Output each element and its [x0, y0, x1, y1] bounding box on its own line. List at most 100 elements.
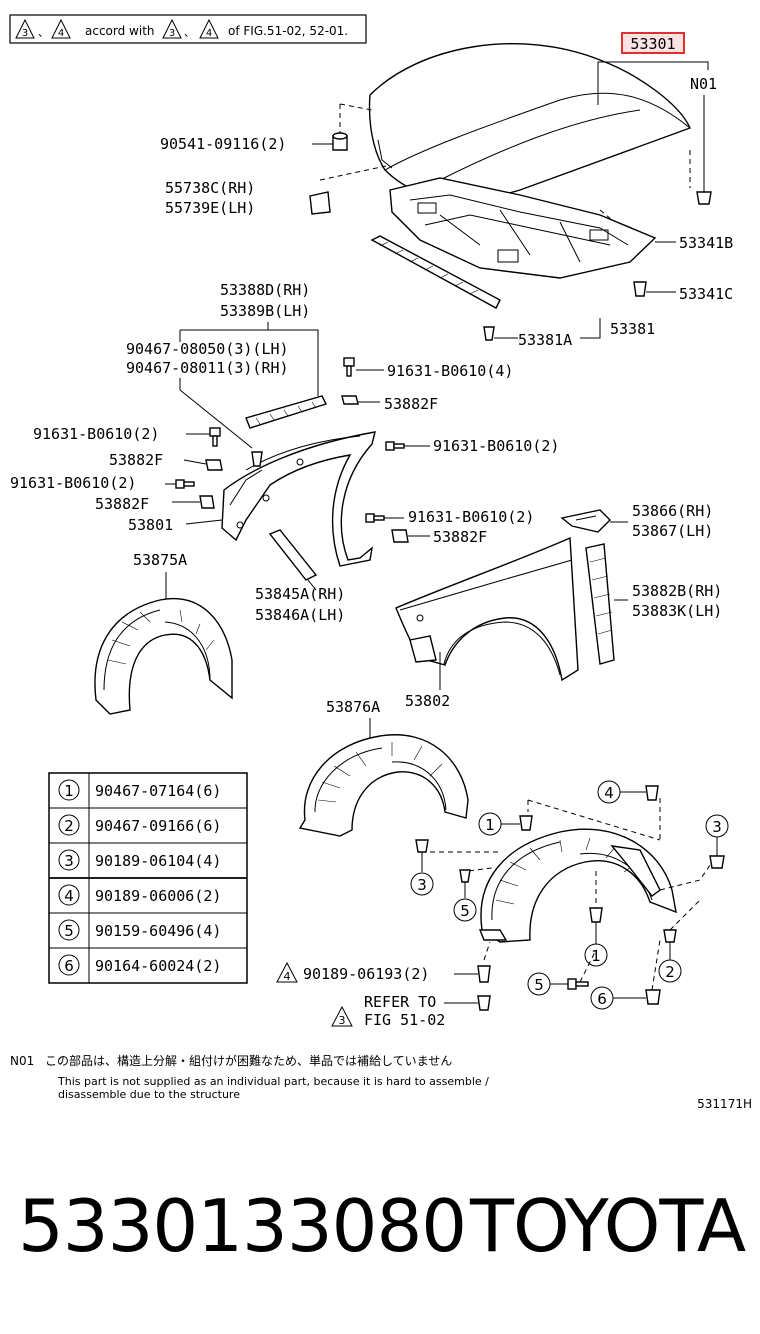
footnote-jp: この部品は、構造上分解・組付けが困難なため、単品では補給していません: [45, 1053, 452, 1068]
table-part: 90164-60024(2): [95, 957, 221, 975]
label-91631-2b: 91631-B0610(2): [433, 437, 559, 455]
label-90541: 90541-09116(2): [160, 135, 286, 153]
label-53876a: 53876A: [326, 698, 380, 716]
table-num: 4: [64, 887, 74, 905]
label-53341b: 53341B: [679, 234, 733, 252]
header-note: 3 、 4 accord with 3 、 4 of FIG.51-02, 52…: [9, 14, 367, 44]
label-53882f-2: 53882F: [109, 451, 163, 469]
svg-text:4: 4: [604, 784, 614, 802]
label-53875a: 53875A: [133, 551, 187, 569]
label-53802: 53802: [405, 692, 450, 710]
label-53846a: 53846A(LH): [255, 606, 345, 624]
label-53389b: 53389B(LH): [220, 302, 310, 320]
highlight-box: [621, 32, 685, 54]
footnote-en-2: disassemble due to the structure: [58, 1088, 240, 1101]
hood-drawing: [368, 43, 691, 309]
bolt-91631-4: 91631-B0610(4) 53882F: [341, 357, 513, 413]
front-fender: 53802 53882B(RH) 53883K(LH): [395, 536, 722, 710]
left-fasteners: 91631-B0610(2) 53882F 91631-B0610(2) 538…: [10, 425, 263, 534]
hood-bumper: 90541-09116(2): [160, 132, 348, 153]
table-part: 90467-07164(6): [95, 782, 221, 800]
label-55738c: 55738C(RH): [165, 179, 255, 197]
label-n01: N01: [690, 75, 717, 93]
header-tri-a: 3: [22, 28, 28, 39]
svg-text:4: 4: [284, 970, 291, 983]
label-91631-2a: 91631-B0610(2): [33, 425, 159, 443]
label-91631-2d: 91631-B0610(2): [408, 508, 534, 526]
hood-stay-clip: 55738C(RH) 55739E(LH): [165, 179, 331, 217]
header-text-pre: accord with: [85, 24, 155, 38]
header-tri-b: 4: [58, 28, 64, 39]
liner-53876a: 53876A: [298, 698, 469, 837]
table-part: 90189-06104(4): [95, 852, 221, 870]
svg-text:3: 3: [339, 1014, 346, 1027]
callout-3b: 3: [410, 839, 434, 896]
label-91631-2c: 91631-B0610(2): [10, 474, 136, 492]
ref-90189-06193: 4 90189-06193(2): [276, 961, 491, 983]
svg-text:3: 3: [417, 876, 427, 894]
hood-part-highlight: 53301 N01: [597, 32, 717, 205]
table-row: 5 90159-60496(4): [58, 919, 221, 941]
liner-53875a: 53875A: [94, 551, 233, 715]
svg-text:1: 1: [485, 816, 495, 834]
fender-bracket: 53866(RH) 53867(LH): [560, 502, 713, 540]
callout-6: 6: [590, 986, 661, 1010]
svg-text:3: 3: [712, 818, 722, 836]
fender-seal: 53388D(RH) 53389B(LH) 90467-08050(3)(LH)…: [126, 281, 327, 449]
svg-text:4: 4: [206, 28, 212, 39]
label-53883k: 53883K(LH): [632, 602, 722, 620]
callout-1b: 1: [584, 907, 608, 967]
footnote-en-1: This part is not supplied as an individu…: [57, 1075, 489, 1088]
callout-2: 2: [658, 929, 682, 983]
table-num: 2: [64, 817, 74, 835]
table-row: 1 90467-07164(6): [58, 779, 221, 801]
label-53381: 53381: [610, 320, 655, 338]
label-refer-2: FIG 51-02: [364, 1011, 445, 1029]
table-part: 90467-09166(6): [95, 817, 221, 835]
svg-text:、: 、: [38, 26, 49, 39]
table-row: 6 90164-60024(2): [58, 954, 221, 976]
svg-text:5: 5: [460, 902, 470, 920]
footnote-code: N01: [10, 1054, 34, 1068]
table-num: 3: [64, 852, 74, 870]
hood-right-labels: 53341B 53341C 53381 53381A: [483, 234, 733, 349]
table-part: 90159-60496(4): [95, 922, 221, 940]
table-num: 1: [64, 782, 74, 800]
label-90467-b: 90467-08011(3)(RH): [126, 359, 289, 377]
table-row: 4 90189-06006(2): [58, 884, 221, 906]
svg-text:6: 6: [597, 990, 607, 1008]
label-53882f-4: 53882F: [433, 528, 487, 546]
callout-5b: 5: [527, 972, 589, 996]
figure-id: 531171H: [697, 1097, 752, 1111]
label-53882f-3: 53882F: [95, 495, 149, 513]
label-90189-06193: 90189-06193(2): [303, 965, 429, 983]
table-part: 90189-06006(2): [95, 887, 221, 905]
label-53301: 53301: [630, 35, 675, 53]
ref-fig-51-02: 3 REFER TO FIG 51-02: [331, 993, 491, 1029]
rear-liner-assembly: [430, 798, 713, 991]
svg-text:5: 5: [534, 976, 544, 994]
fender-apron: 53845A(RH) 53846A(LH): [221, 431, 376, 624]
label-53341c: 53341C: [679, 285, 733, 303]
header-text-post: of FIG.51-02, 52-01.: [228, 24, 348, 38]
svg-text:3: 3: [169, 28, 175, 39]
label-53388d: 53388D(RH): [220, 281, 310, 299]
label-refer-1: REFER TO: [364, 993, 436, 1011]
label-53866: 53866(RH): [632, 502, 713, 520]
table-row: 2 90467-09166(6): [58, 814, 221, 836]
label-53801: 53801: [128, 516, 173, 534]
table-row: 3 90189-06104(4): [58, 849, 221, 871]
label-55739e: 55739E(LH): [165, 199, 255, 217]
label-91631-4: 91631-B0610(4): [387, 362, 513, 380]
callout-5a: 5: [453, 869, 477, 922]
fastener-table: 1 90467-07164(6) 2 90467-09166(6) 3 9018…: [48, 772, 248, 984]
footnote: N01 この部品は、構造上分解・組付けが困難なため、単品では補給していません T…: [10, 1053, 752, 1111]
table-num: 6: [64, 957, 74, 975]
table-num: 5: [64, 922, 74, 940]
label-53845a: 53845A(RH): [255, 585, 345, 603]
svg-text:2: 2: [665, 963, 675, 981]
svg-text:、: 、: [184, 26, 195, 39]
callout-4: 4: [597, 780, 659, 804]
callout-3a: 3: [705, 814, 729, 869]
